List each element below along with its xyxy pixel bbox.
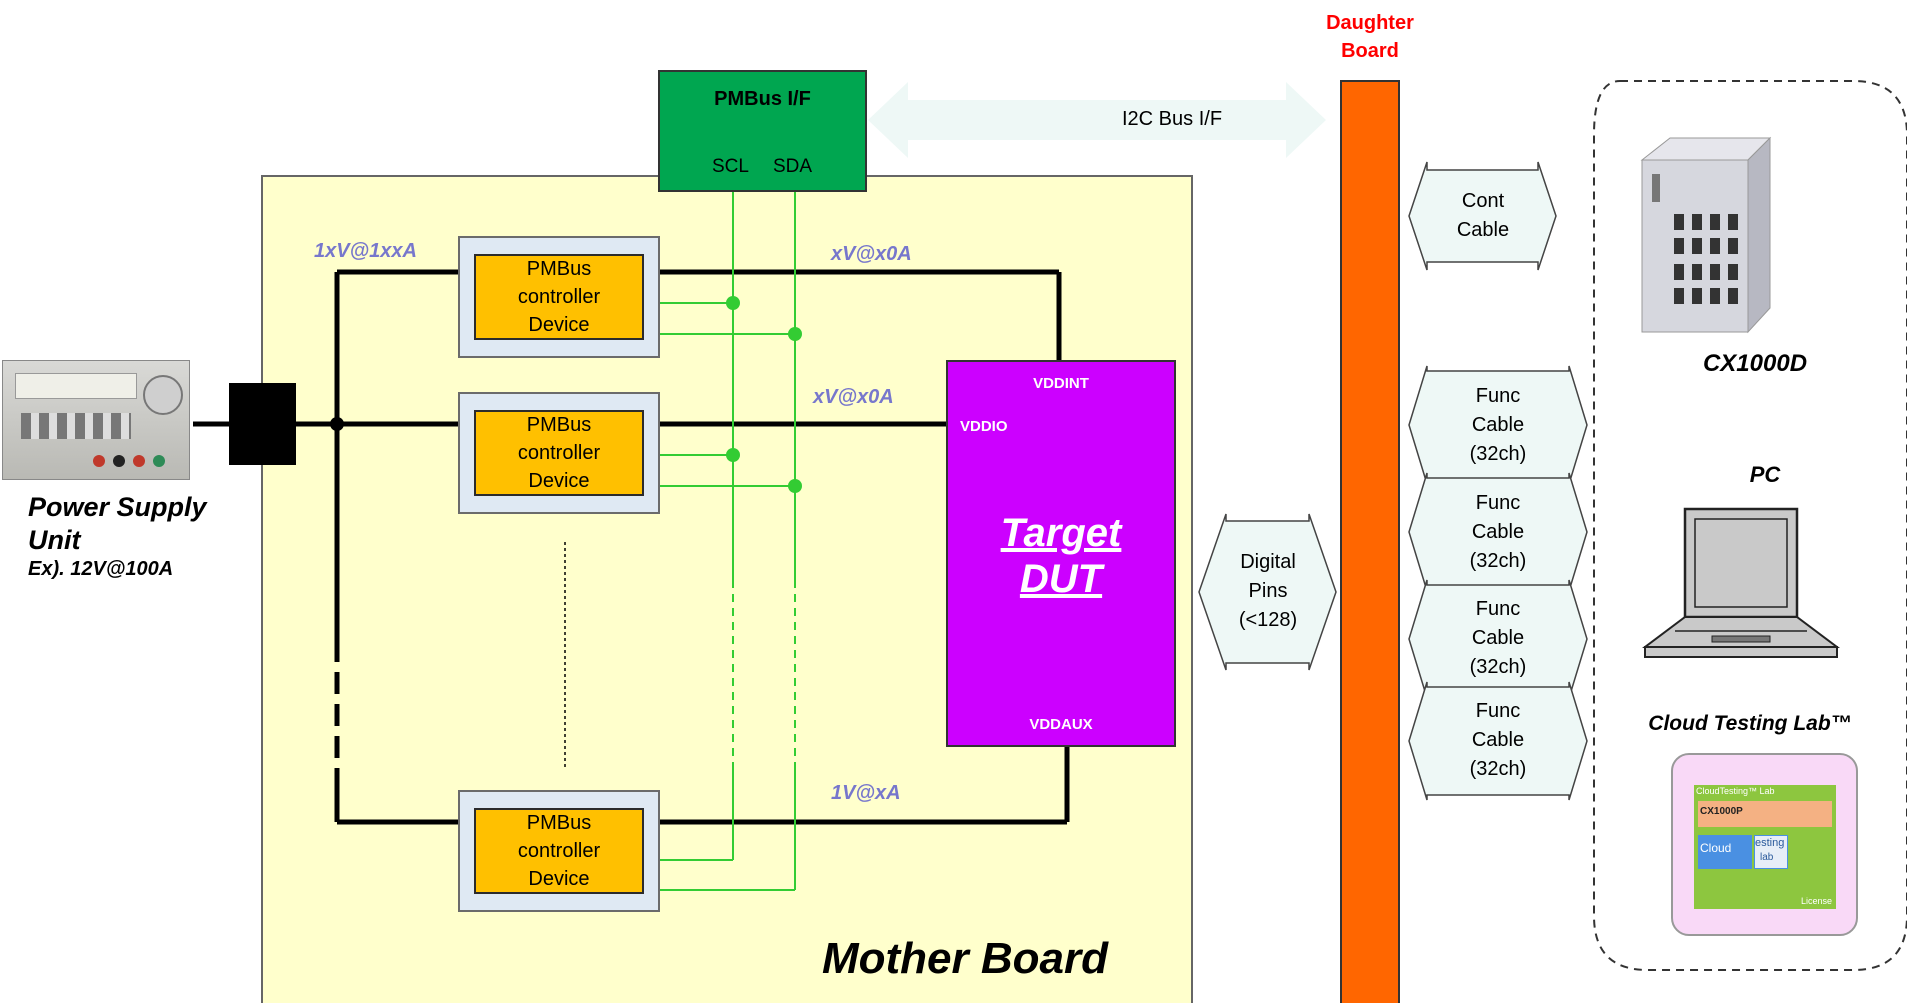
dut-title-line2: DUT: [948, 556, 1174, 602]
voltage-label-4: 1V@xA: [831, 782, 901, 805]
pmbus-if-title: PMBus I/F: [660, 88, 865, 111]
func-cable-1-line1: Func: [1440, 382, 1556, 411]
terminal-red-1: [93, 455, 105, 467]
voltage-label-2: xV@x0A: [831, 243, 912, 266]
cont-cable-line1: Cont: [1430, 187, 1536, 216]
scl-label: SCL: [712, 156, 749, 178]
i2c-bus-label: I2C Bus I/F: [1122, 108, 1222, 131]
i2c-bus-arrow: [868, 82, 1326, 158]
vddaux-label: VDDAUX: [948, 716, 1174, 733]
voltage-label-1: 1xV@1xxA: [314, 240, 417, 263]
power-supply-image: [2, 360, 190, 480]
func-cable-label-4: Func Cable (32ch): [1440, 697, 1556, 784]
func-cable-4-line1: Func: [1440, 697, 1556, 726]
controller-3-line1: PMBus: [527, 809, 591, 837]
daughter-board: [1341, 81, 1399, 1003]
sda-label: SDA: [773, 156, 812, 178]
vddio-label: VDDIO: [960, 418, 1008, 435]
digital-pins-line1: Digital: [1214, 548, 1322, 577]
controller-2-line1: PMBus: [527, 411, 591, 439]
cont-cable-line2: Cable: [1430, 216, 1536, 245]
target-dut: VDDINT VDDIO Target DUT VDDAUX: [946, 360, 1176, 747]
func-cable-3-line1: Func: [1440, 595, 1556, 624]
controller-1-line1: PMBus: [527, 255, 591, 283]
func-cable-3-line3: (32ch): [1440, 653, 1556, 682]
logo-license-text: License: [1801, 896, 1832, 906]
func-cable-label-1: Func Cable (32ch): [1440, 382, 1556, 469]
dut-title: Target DUT: [948, 510, 1174, 602]
controller-2-device: PMBus controller Device: [474, 410, 644, 496]
func-cable-label-2: Func Cable (32ch): [1440, 489, 1556, 576]
func-cable-4-line2: Cable: [1440, 726, 1556, 755]
cloud-testing-lab-label: Cloud Testing Lab™: [1600, 712, 1900, 736]
func-cable-label-3: Func Cable (32ch): [1440, 595, 1556, 682]
digital-pins-line3: (<128): [1214, 606, 1322, 635]
pmbus-if-box: PMBus I/F SCL SDA: [658, 70, 867, 192]
power-supply-example: Ex). 12V@100A: [28, 558, 173, 581]
func-cable-2-line1: Func: [1440, 489, 1556, 518]
logo-lab-text: lab: [1760, 852, 1773, 863]
power-supply-label: Power Supply Unit: [28, 491, 207, 557]
power-supply-buttons: [21, 413, 131, 439]
laptop-icon: [1620, 505, 1860, 665]
voltage-label-3: xV@x0A: [813, 386, 894, 409]
power-supply-display: [15, 373, 137, 399]
controller-3-device: PMBus controller Device: [474, 808, 644, 894]
controller-2: PMBus controller Device: [458, 392, 660, 514]
vddint-label: VDDINT: [948, 375, 1174, 392]
logo-testing-text: esting: [1755, 837, 1784, 849]
daughter-board-label: Daughter Board: [1300, 9, 1440, 65]
terminal-green: [153, 455, 165, 467]
power-supply-label-line2: Unit: [28, 524, 207, 557]
mother-board-label: Mother Board: [822, 934, 1108, 984]
func-cable-2-line3: (32ch): [1440, 547, 1556, 576]
digital-pins-line2: Pins: [1214, 577, 1322, 606]
controller-3: PMBus controller Device: [458, 790, 660, 912]
power-supply-knob: [143, 375, 183, 415]
logo-top-text: CloudTesting™ Lab: [1696, 786, 1775, 796]
func-cable-1-line2: Cable: [1440, 411, 1556, 440]
pc-label: PC: [1690, 462, 1840, 488]
cloud-testing-lab-logo: CloudTesting™ Lab CX1000P Cloud esting l…: [1671, 753, 1858, 936]
connector-block: [229, 383, 296, 465]
func-cable-2-line2: Cable: [1440, 518, 1556, 547]
terminal-red-2: [133, 455, 145, 467]
power-supply-label-line1: Power Supply: [28, 491, 207, 524]
logo-panel: CloudTesting™ Lab CX1000P Cloud esting l…: [1694, 785, 1836, 909]
func-cable-1-line3: (32ch): [1440, 440, 1556, 469]
daughter-board-label-line1: Daughter: [1300, 9, 1440, 37]
controller-3-line2: controller: [518, 837, 600, 865]
daughter-board-label-line2: Board: [1300, 37, 1440, 65]
controller-2-line3: Device: [528, 467, 589, 495]
func-cable-3-line2: Cable: [1440, 624, 1556, 653]
digital-pins-label: Digital Pins (<128): [1214, 548, 1322, 635]
logo-model-text: CX1000P: [1700, 806, 1743, 817]
func-cable-4-line3: (32ch): [1440, 755, 1556, 784]
controller-1: PMBus controller Device: [458, 236, 660, 358]
controller-1-device: PMBus controller Device: [474, 254, 644, 340]
controller-1-line2: controller: [518, 283, 600, 311]
cx1000d-label: CX1000D: [1610, 350, 1900, 378]
controller-2-line2: controller: [518, 439, 600, 467]
controller-1-line3: Device: [528, 311, 589, 339]
cx1000d-image: [1630, 130, 1780, 340]
dut-title-line1: Target: [948, 510, 1174, 556]
logo-cloud-text: Cloud: [1700, 841, 1731, 855]
terminal-black: [113, 455, 125, 467]
controller-3-line3: Device: [528, 865, 589, 893]
cont-cable-label: Cont Cable: [1430, 187, 1536, 245]
